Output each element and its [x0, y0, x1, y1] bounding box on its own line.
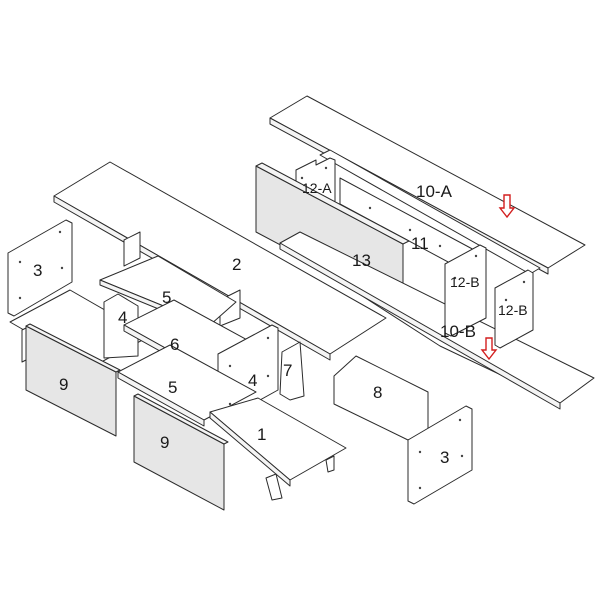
label-9-mid: 9	[160, 433, 169, 452]
panel-9-left	[25, 323, 121, 437]
label-7: 7	[283, 361, 292, 380]
panel-back-verticals	[123, 231, 241, 327]
label-5-upper: 5	[162, 288, 171, 307]
panel-12b-left	[444, 244, 487, 337]
panel-10b	[279, 231, 595, 410]
screw-holes	[18, 166, 526, 490]
panel-11	[319, 149, 541, 279]
panel-3-left	[7, 219, 73, 317]
panel-5-lower	[117, 344, 257, 427]
panel-12b-right	[494, 269, 534, 349]
down-arrow-icon	[498, 194, 516, 219]
label-12b-right: 12-B	[498, 302, 528, 318]
down-arrow-icon	[480, 337, 498, 361]
label-12b-left: 12-B	[450, 274, 480, 290]
label-8: 8	[373, 383, 382, 402]
label-5-lower: 5	[168, 378, 177, 397]
label-1: 1	[257, 425, 266, 444]
label-3-right: 3	[440, 448, 449, 467]
label-12a: 12-A	[302, 180, 332, 196]
panel-1	[209, 397, 347, 501]
panel-7	[279, 341, 305, 401]
label-13: 13	[352, 251, 371, 270]
panel-3-right	[407, 405, 473, 505]
label-3-left: 3	[33, 261, 42, 280]
label-10b: 10-B	[440, 322, 476, 341]
label-11: 11	[411, 234, 429, 253]
label-4-left: 4	[118, 308, 127, 327]
label-4-mid: 4	[248, 371, 257, 390]
panel-9-mid	[133, 393, 229, 511]
label-10a: 10-A	[416, 182, 453, 201]
label-6: 6	[170, 335, 179, 354]
label-2: 2	[232, 255, 241, 274]
label-9-left: 9	[59, 375, 68, 394]
